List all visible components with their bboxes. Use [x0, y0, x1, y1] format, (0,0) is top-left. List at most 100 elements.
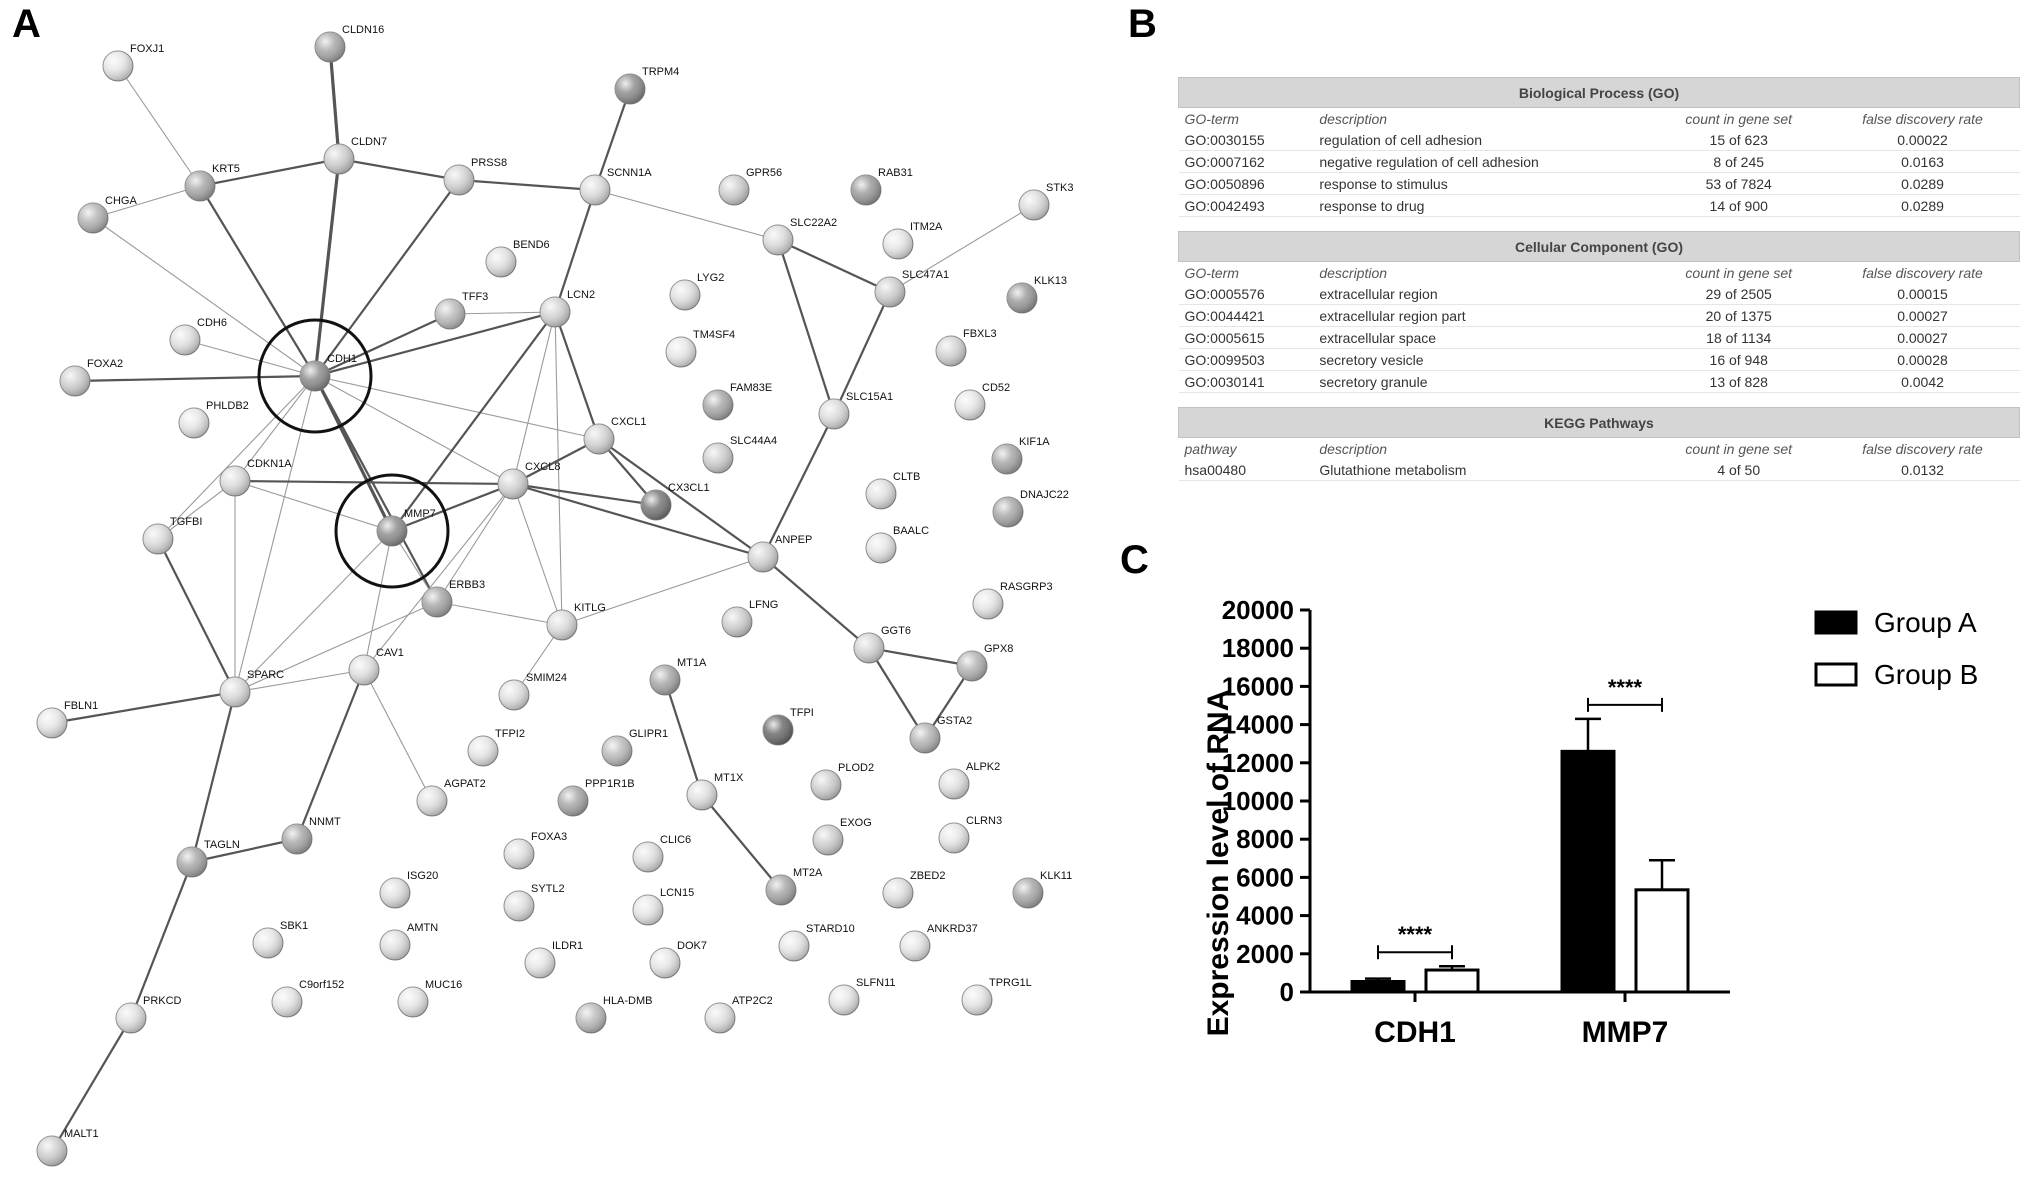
node-krt5[interactable]: KRT5: [184, 163, 240, 202]
node-gpx8[interactable]: GPX8: [956, 643, 1013, 682]
node-cdh6[interactable]: CDH6: [169, 317, 227, 356]
node-dok7[interactable]: DOK7: [649, 940, 707, 979]
node-itm2a[interactable]: ITM2A: [882, 221, 943, 260]
node-tff3[interactable]: TFF3: [434, 291, 488, 330]
node-sytl2[interactable]: SYTL2: [503, 883, 565, 922]
node-tfpi2[interactable]: TFPI2: [467, 728, 525, 767]
node-atp2c2[interactable]: ATP2C2: [704, 995, 773, 1034]
node-ankrd37[interactable]: ANKRD37: [899, 923, 978, 962]
node-cldn7[interactable]: CLDN7: [323, 136, 387, 175]
node-tfpi[interactable]: TFPI: [762, 707, 814, 746]
node-alpk2[interactable]: ALPK2: [938, 761, 1000, 800]
node-zbed2[interactable]: ZBED2: [882, 870, 945, 909]
node-cd52[interactable]: CD52: [954, 382, 1010, 421]
node-hla-dmb[interactable]: HLA-DMB: [575, 995, 653, 1034]
node-foxj1[interactable]: FOXJ1: [102, 43, 164, 82]
node-glipr1[interactable]: GLIPR1: [601, 728, 668, 767]
node-lfng[interactable]: LFNG: [721, 599, 778, 638]
node-ggt6[interactable]: GGT6: [853, 625, 911, 664]
node-scnn1a[interactable]: SCNN1A: [579, 167, 652, 206]
node-foxa3[interactable]: FOXA3: [503, 831, 567, 870]
node-gpr56[interactable]: GPR56: [718, 167, 782, 206]
node-lcn15[interactable]: LCN15: [632, 887, 694, 926]
node-fam83e[interactable]: FAM83E: [702, 382, 772, 421]
node-cldn16[interactable]: CLDN16: [314, 24, 384, 63]
node-sphere-shine: [179, 408, 209, 438]
node-agpat2[interactable]: AGPAT2: [416, 778, 486, 817]
node-ppp1r1b[interactable]: PPP1R1B: [557, 778, 635, 817]
node-fbln1[interactable]: FBLN1: [36, 700, 98, 739]
node-cx3cl1[interactable]: CX3CL1: [640, 482, 710, 521]
node-cxcl1[interactable]: CXCL1: [583, 416, 646, 455]
node-lyg2[interactable]: LYG2: [669, 272, 724, 311]
node-trpm4[interactable]: TRPM4: [614, 66, 679, 105]
node-plod2[interactable]: PLOD2: [810, 762, 874, 801]
node-cdh1[interactable]: CDH1: [299, 353, 357, 392]
node-kitlg[interactable]: KITLG: [546, 602, 606, 641]
node-mt1x[interactable]: MT1X: [686, 772, 744, 811]
node-bend6[interactable]: BEND6: [485, 239, 550, 278]
table-cell: 0.0289: [1825, 194, 2020, 217]
node-chga[interactable]: CHGA: [77, 195, 137, 234]
node-slc22a2[interactable]: SLC22A2: [762, 217, 837, 256]
node-fbxl3[interactable]: FBXL3: [935, 328, 997, 367]
node-mmp7[interactable]: MMP7: [376, 508, 436, 547]
node-nnmt[interactable]: NNMT: [281, 816, 341, 855]
node-sphere-shine: [993, 497, 1023, 527]
node-sphere-shine: [705, 1003, 735, 1033]
node-slfn11[interactable]: SLFN11: [828, 977, 896, 1016]
node-cav1[interactable]: CAV1: [348, 647, 404, 686]
node-malt1[interactable]: MALT1: [36, 1128, 99, 1167]
node-clrn3[interactable]: CLRN3: [938, 815, 1002, 854]
node-tgfbi[interactable]: TGFBI: [142, 516, 202, 555]
node-klk13[interactable]: KLK13: [1006, 275, 1067, 314]
edge-prss8-cdh1: [314, 179, 460, 377]
node-foxa2[interactable]: FOXA2: [59, 358, 123, 397]
node-tm4sf4[interactable]: TM4SF4: [665, 329, 735, 368]
node-rab31[interactable]: RAB31: [850, 167, 913, 206]
node-sphere-shine: [499, 680, 529, 710]
node-phldb2[interactable]: PHLDB2: [178, 400, 249, 439]
node-tagln[interactable]: TAGLN: [176, 839, 240, 878]
node-baalc[interactable]: BAALC: [865, 525, 929, 564]
edge-scnn1a-trpm4: [593, 88, 632, 191]
node-lcn2[interactable]: LCN2: [539, 289, 595, 328]
edge-cdh1-tff3: [314, 313, 451, 377]
node-dnajc22[interactable]: DNAJC22: [992, 489, 1069, 528]
node-smim24[interactable]: SMIM24: [498, 672, 567, 711]
node-sparc[interactable]: SPARC: [219, 669, 284, 708]
node-anpep[interactable]: ANPEP: [747, 534, 812, 573]
node-amtn[interactable]: AMTN: [379, 922, 438, 961]
node-cxcl8[interactable]: CXCL8: [497, 461, 560, 500]
node-c9orf152[interactable]: C9orf152: [271, 979, 344, 1018]
node-tprg1l[interactable]: TPRG1L: [961, 977, 1032, 1016]
node-cdkn1a[interactable]: CDKN1A: [219, 458, 292, 497]
node-rasgrp3[interactable]: RASGRP3: [972, 581, 1053, 620]
node-stk3[interactable]: STK3: [1018, 182, 1074, 221]
node-slc15a1[interactable]: SLC15A1: [818, 391, 893, 430]
node-sphere-shine: [422, 587, 452, 617]
node-slc44a4[interactable]: SLC44A4: [702, 435, 777, 474]
node-label: MT2A: [793, 867, 823, 879]
node-prkcd[interactable]: PRKCD: [115, 995, 182, 1034]
node-stard10[interactable]: STARD10: [778, 923, 855, 962]
node-erbb3[interactable]: ERBB3: [421, 579, 485, 618]
node-ildr1[interactable]: ILDR1: [524, 940, 583, 979]
node-label: DOK7: [677, 940, 707, 952]
x-tick-label: CDH1: [1374, 1016, 1456, 1049]
node-isg20[interactable]: ISG20: [379, 870, 438, 909]
node-mt1a[interactable]: MT1A: [649, 657, 707, 696]
node-klk11[interactable]: KLK11: [1012, 870, 1072, 909]
node-clic6[interactable]: CLIC6: [632, 834, 691, 873]
node-cltb[interactable]: CLTB: [865, 471, 920, 510]
node-gsta2[interactable]: GSTA2: [909, 715, 972, 754]
node-slc47a1[interactable]: SLC47A1: [874, 269, 949, 308]
node-kif1a[interactable]: KIF1A: [991, 436, 1050, 475]
node-label: ISG20: [407, 870, 438, 882]
y-axis-label: Expression level of RNA: [1202, 690, 1235, 1037]
node-mt2a[interactable]: MT2A: [765, 867, 823, 906]
node-sbk1[interactable]: SBK1: [252, 920, 308, 959]
node-prss8[interactable]: PRSS8: [443, 157, 507, 196]
node-exog[interactable]: EXOG: [812, 817, 872, 856]
node-muc16[interactable]: MUC16: [397, 979, 462, 1018]
